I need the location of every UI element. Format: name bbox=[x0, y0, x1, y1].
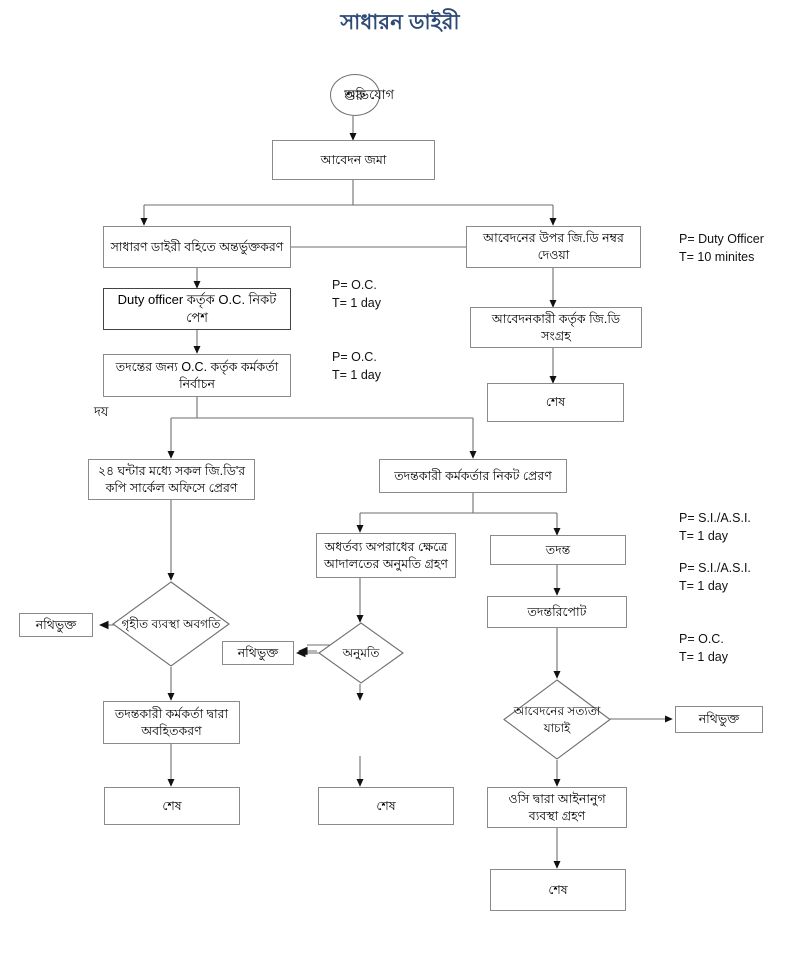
node-decision-verify-application[interactable]: আবেদনের সত্যতা যাচাই bbox=[503, 679, 611, 760]
node-filed-left-label: নথিভুক্ত bbox=[35, 617, 77, 632]
node-applicant-collect-gd-label: আবেদনকারী কর্তৃক জি.ডি সংগ্রহ bbox=[491, 311, 621, 343]
node-end-right-top[interactable]: শেষ bbox=[487, 383, 624, 422]
node-decision-permission[interactable]: অনুমতি bbox=[318, 622, 404, 684]
annotation-oc-1day-b: P= O.C. T= 1 day bbox=[332, 350, 381, 383]
node-inform-investigating-officer[interactable]: তদন্তকারী কর্মকর্তা দ্বারা অবহিতকরণ bbox=[103, 701, 240, 744]
annotation-si-asi-1day-b: P= S.I./A.S.I. T= 1 day bbox=[679, 561, 751, 594]
node-send-to-investigating-officer-label: তদন্তকারী কর্মকর্তার নিকট প্রেরণ bbox=[394, 468, 552, 483]
node-filed-middle-label: নথিভুক্ত bbox=[237, 645, 279, 660]
diamond-shape bbox=[503, 679, 611, 760]
node-filed-middle[interactable]: নথিভুক্ত bbox=[222, 641, 294, 665]
node-gd-number-assign-label: আবেদনের উপর জি.ডি নম্বর দেওয়া bbox=[483, 231, 624, 262]
node-copy-to-circle-office-label: ২৪ ঘন্টার মধ্যে সকল জি.ডি'র কপি সার্কেল … bbox=[97, 463, 246, 495]
stray-text-left-mark: দয bbox=[94, 404, 109, 419]
node-end-left-bottom-label: শেষ bbox=[162, 798, 182, 813]
node-end-middle-bottom-label: শেষ bbox=[376, 798, 396, 813]
node-start-label-overlay: অভিযোগ bbox=[344, 86, 395, 102]
node-decision-measures-taken[interactable]: গৃহীত ব্যবস্থা অবগতি bbox=[112, 581, 230, 667]
node-end-right-bottom-label: শেষ bbox=[548, 882, 568, 897]
node-court-permission-label: অধর্তব্য অপরাধের ক্ষেত্রে আদালতের অনুমতি… bbox=[324, 539, 448, 571]
node-application-submit[interactable]: আবেদন জমা bbox=[272, 140, 435, 180]
node-decision-measures-taken-label: গৃহীত ব্যবস্থা অবগতি bbox=[121, 616, 221, 631]
node-start[interactable]: শুরু অভিযোগ bbox=[330, 74, 395, 116]
node-oc-legal-action-label: ওসি দ্বারা আইনানুগ ব্যবস্থা গ্রহণ bbox=[508, 791, 606, 823]
node-gd-book-entry-label: সাধারণ ডাইরী বহিতে অন্তর্ভুক্তকরণ bbox=[110, 239, 284, 254]
node-court-permission[interactable]: অধর্তব্য অপরাধের ক্ষেত্রে আদালতের অনুমতি… bbox=[316, 533, 456, 578]
node-investigation-report[interactable]: তদন্তরিপোট bbox=[487, 596, 627, 628]
node-gd-number-assign[interactable]: আবেদনের উপর জি.ডি নম্বর দেওয়া bbox=[466, 226, 641, 268]
node-application-submit-label: আবেদন জমা bbox=[320, 152, 387, 167]
node-duty-officer-to-oc-label: Duty officer কর্তৃক O.C. নিকট পেশ bbox=[117, 292, 277, 325]
node-filed-right[interactable]: নথিভুক্ত bbox=[675, 706, 763, 733]
annotation-duty-officer: P= Duty Officer T= 10 minites bbox=[679, 232, 764, 265]
node-end-right-top-label: শেষ bbox=[545, 395, 566, 410]
annotation-si-asi-1day-a: P= S.I./A.S.I. T= 1 day bbox=[679, 511, 751, 544]
node-send-to-investigating-officer[interactable]: তদন্তকারী কর্মকর্তার নিকট প্রেরণ bbox=[379, 459, 567, 493]
node-end-middle-bottom[interactable]: শেষ bbox=[318, 787, 454, 825]
node-copy-to-circle-office[interactable]: ২৪ ঘন্টার মধ্যে সকল জি.ডি'র কপি সার্কেল … bbox=[88, 459, 255, 500]
node-end-left-bottom[interactable]: শেষ bbox=[104, 787, 240, 825]
node-oc-select-officer-label: তদন্তের জন্য O.C. কর্তৃক কর্মকর্তা নির্ব… bbox=[115, 359, 279, 391]
diamond-shape bbox=[112, 581, 230, 667]
node-decision-verify-application-label: আবেদনের সত্যতা যাচাই bbox=[513, 704, 601, 735]
node-oc-select-officer[interactable]: তদন্তের জন্য O.C. কর্তৃক কর্মকর্তা নির্ব… bbox=[103, 354, 291, 397]
node-decision-permission-label: অনুমতি bbox=[342, 645, 380, 660]
node-investigation-label: তদন্ত bbox=[545, 542, 571, 557]
node-applicant-collect-gd[interactable]: আবেদনকারী কর্তৃক জি.ডি সংগ্রহ bbox=[470, 307, 642, 348]
node-inform-investigating-officer-label: তদন্তকারী কর্মকর্তা দ্বারা অবহিতকরণ bbox=[114, 706, 229, 738]
node-oc-legal-action[interactable]: ওসি দ্বারা আইনানুগ ব্যবস্থা গ্রহণ bbox=[487, 787, 627, 828]
annotation-oc-1day-a: P= O.C. T= 1 day bbox=[332, 278, 381, 311]
node-gd-book-entry[interactable]: সাধারণ ডাইরী বহিতে অন্তর্ভুক্তকরণ bbox=[103, 226, 291, 268]
node-investigation-report-label: তদন্তরিপোট bbox=[527, 604, 587, 619]
annotation-oc-1day-c: P= O.C. T= 1 day bbox=[679, 632, 728, 665]
diamond-shape bbox=[318, 622, 404, 684]
node-investigation[interactable]: তদন্ত bbox=[490, 535, 626, 565]
page-title: সাধারন ডাইরী bbox=[340, 11, 460, 34]
node-duty-officer-to-oc[interactable]: Duty officer কর্তৃক O.C. নিকট পেশ bbox=[103, 288, 291, 330]
node-filed-left[interactable]: নথিভুক্ত bbox=[19, 613, 93, 637]
node-filed-right-label: নথিভুক্ত bbox=[698, 712, 740, 727]
node-start-label: শুরু bbox=[344, 87, 366, 103]
node-end-right-bottom[interactable]: শেষ bbox=[490, 869, 626, 911]
